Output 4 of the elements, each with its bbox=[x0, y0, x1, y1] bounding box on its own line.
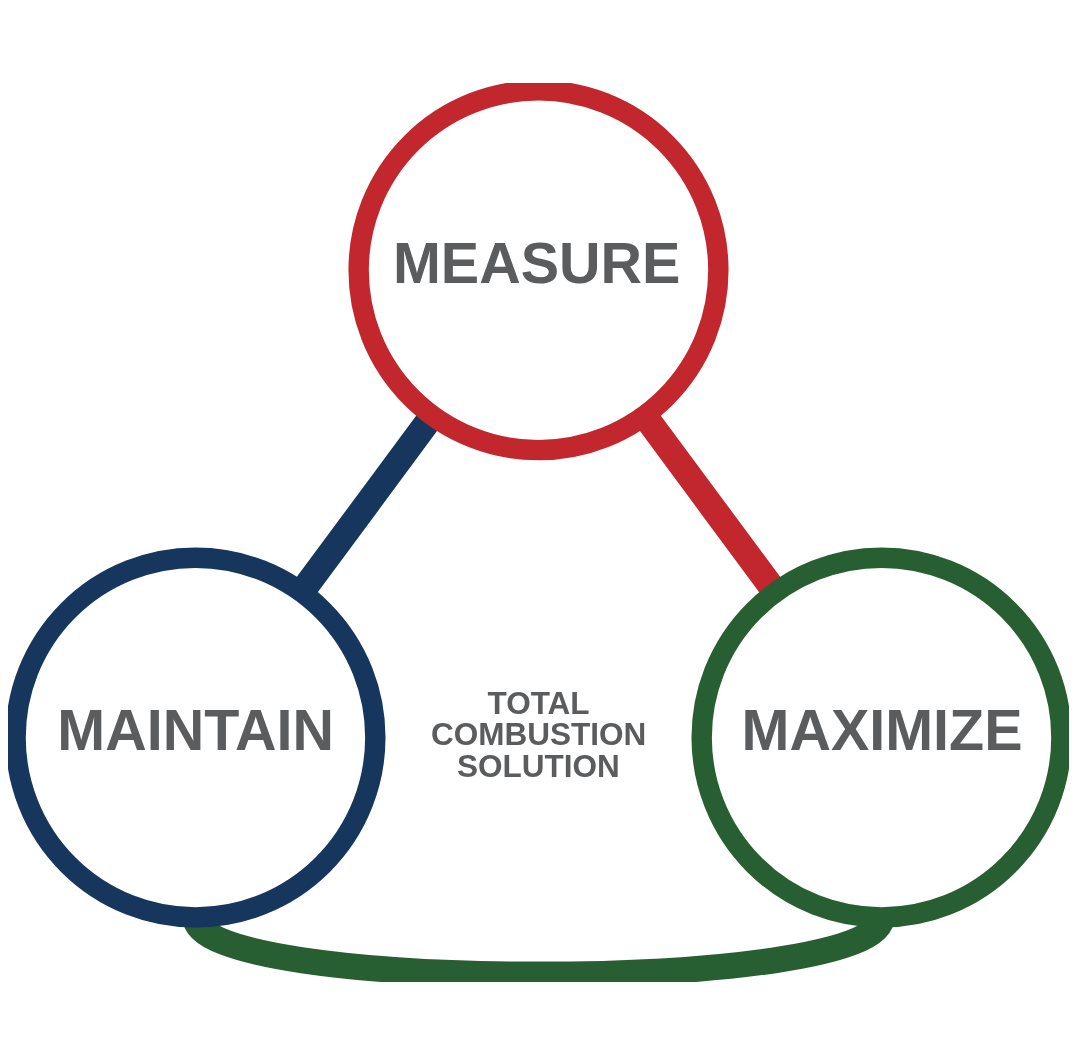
node-circle: MAXIMIZE bbox=[691, 547, 1069, 928]
node-circle: MEASURE bbox=[348, 82, 729, 460]
label: TOTAL COMBUSTION SOLUTION bbox=[430, 684, 647, 784]
node-circle: MAINTAIN bbox=[8, 547, 386, 928]
